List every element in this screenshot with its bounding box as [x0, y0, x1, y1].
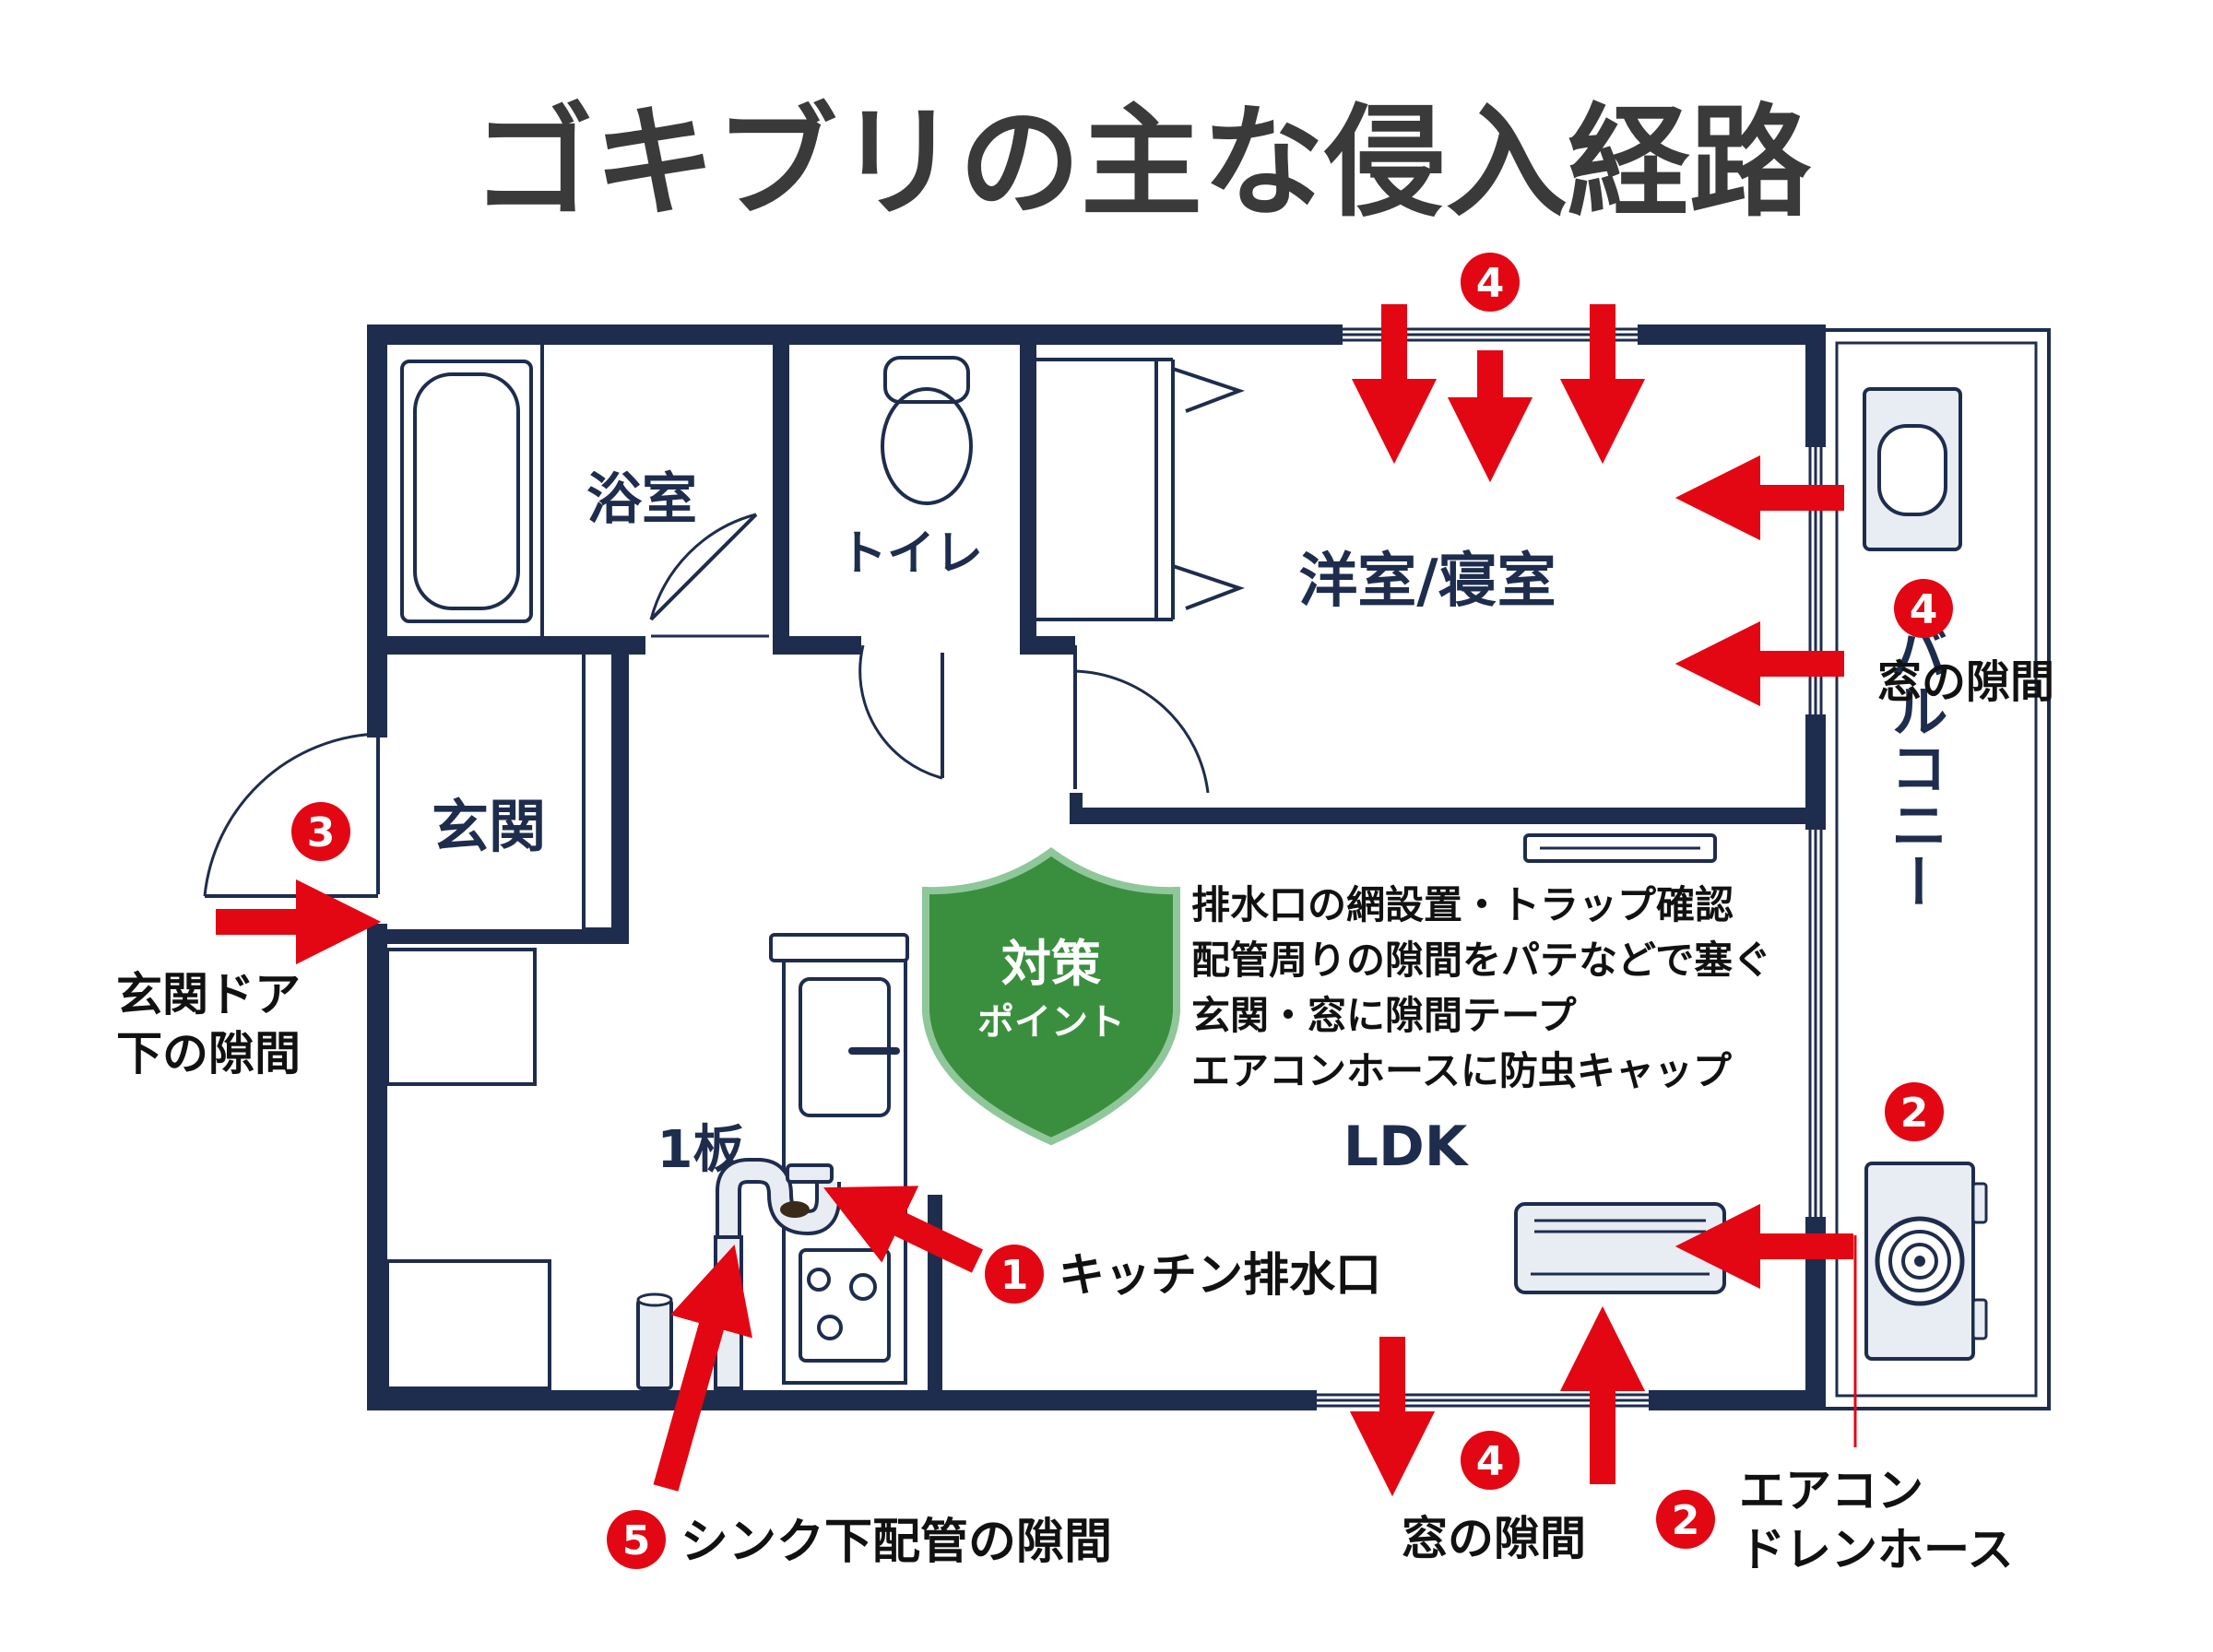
entry-number: 3: [307, 809, 336, 856]
entry-number: 2: [1672, 1497, 1700, 1544]
toilet-icon: [881, 356, 973, 505]
toilet-door: [858, 644, 944, 780]
air-conditioner-icon: [1523, 833, 1717, 863]
entry-label: 玄関ドア: [116, 968, 301, 1021]
red-arrow-icon: [216, 304, 1853, 1497]
room-label-toilet: トイレ: [839, 526, 983, 582]
sink-pipe: [636, 1158, 841, 1390]
entry-label: キッチン排水口: [1059, 1248, 1381, 1302]
outdoor-unit-icon: [1864, 1162, 1988, 1361]
washing-machine-icon: [1863, 387, 1962, 551]
room-label-entrance: 玄関: [432, 793, 546, 860]
tip-item: エアコンホースに防虫キャップ: [1191, 1048, 1732, 1093]
entry-point-3: 3 玄関ドア 下の隙間: [116, 802, 350, 1080]
entry-point-1: 1 キッチン排水口: [985, 1245, 1381, 1304]
countermeasure-badge-title: 対策: [1001, 935, 1101, 993]
room-label-bath: 浴室: [586, 467, 697, 532]
countermeasure-badge-subtitle: ポイント: [977, 1001, 1125, 1044]
entry-number: 4: [1910, 586, 1938, 633]
bath-door: [649, 513, 769, 638]
entry-number: 4: [1476, 260, 1505, 307]
entry-number: 5: [622, 1517, 651, 1564]
window-right: [1805, 447, 1826, 1217]
bathtub-icon: [400, 360, 533, 623]
tip-item: 排水口の網設置・トラップ確認: [1191, 882, 1734, 927]
entry-label: エアコン: [1739, 1464, 1923, 1517]
tip-item: 配管周りの隙間をパテなどで塞ぐ: [1191, 938, 1771, 983]
room-label-bedroom: 洋室/寝室: [1298, 548, 1556, 616]
tip-item: 玄関・窓に隙間テープ: [1191, 993, 1576, 1038]
entry-number: 1: [1000, 1252, 1029, 1299]
countermeasure-tips: 排水口の網設置・トラップ確認 配管周りの隙間をパテなどで塞ぐ 玄関・窓に隙間テー…: [1191, 882, 1771, 1093]
entry-label: 窓の隙間: [1877, 656, 2054, 708]
left-storage: [385, 948, 551, 1390]
entry-point-4-top: 4: [1461, 253, 1520, 312]
entry-number: 2: [1900, 1090, 1929, 1137]
shield-icon: 対策 ポイント: [922, 847, 1180, 1146]
room-label-balcony: バルコニー: [1881, 624, 1948, 910]
page-title: ゴキブリの主な侵入経路: [472, 92, 1812, 234]
interior-walls: [387, 345, 1805, 1392]
entry-point-2: 2 2 エアコン ドレンホース: [1656, 1082, 2014, 1576]
entry-point-4-side: 4 窓の隙間: [1877, 579, 2054, 708]
entry-number: 4: [1476, 1438, 1505, 1485]
entry-point-5: 5 シンク下配管の隙間: [607, 1510, 1112, 1570]
entry-label: ドレンホース: [1739, 1523, 2014, 1576]
entry-label: 下の隙間: [116, 1027, 301, 1080]
entrance-shoe-cabinet: [582, 643, 615, 931]
entry-label: 窓の隙間: [1402, 1512, 1586, 1565]
kitchen-counter: [769, 933, 909, 1385]
air-conditioner-icon: [1514, 1202, 1726, 1294]
bedroom-door: [1073, 645, 1210, 794]
bedroom-closet: [1036, 358, 1245, 621]
entry-point-4-bottom: 4 窓の隙間: [1402, 1431, 1586, 1565]
room-label-ldk: LDK: [1343, 1115, 1470, 1179]
entry-label: シンク下配管の隙間: [680, 1515, 1112, 1570]
